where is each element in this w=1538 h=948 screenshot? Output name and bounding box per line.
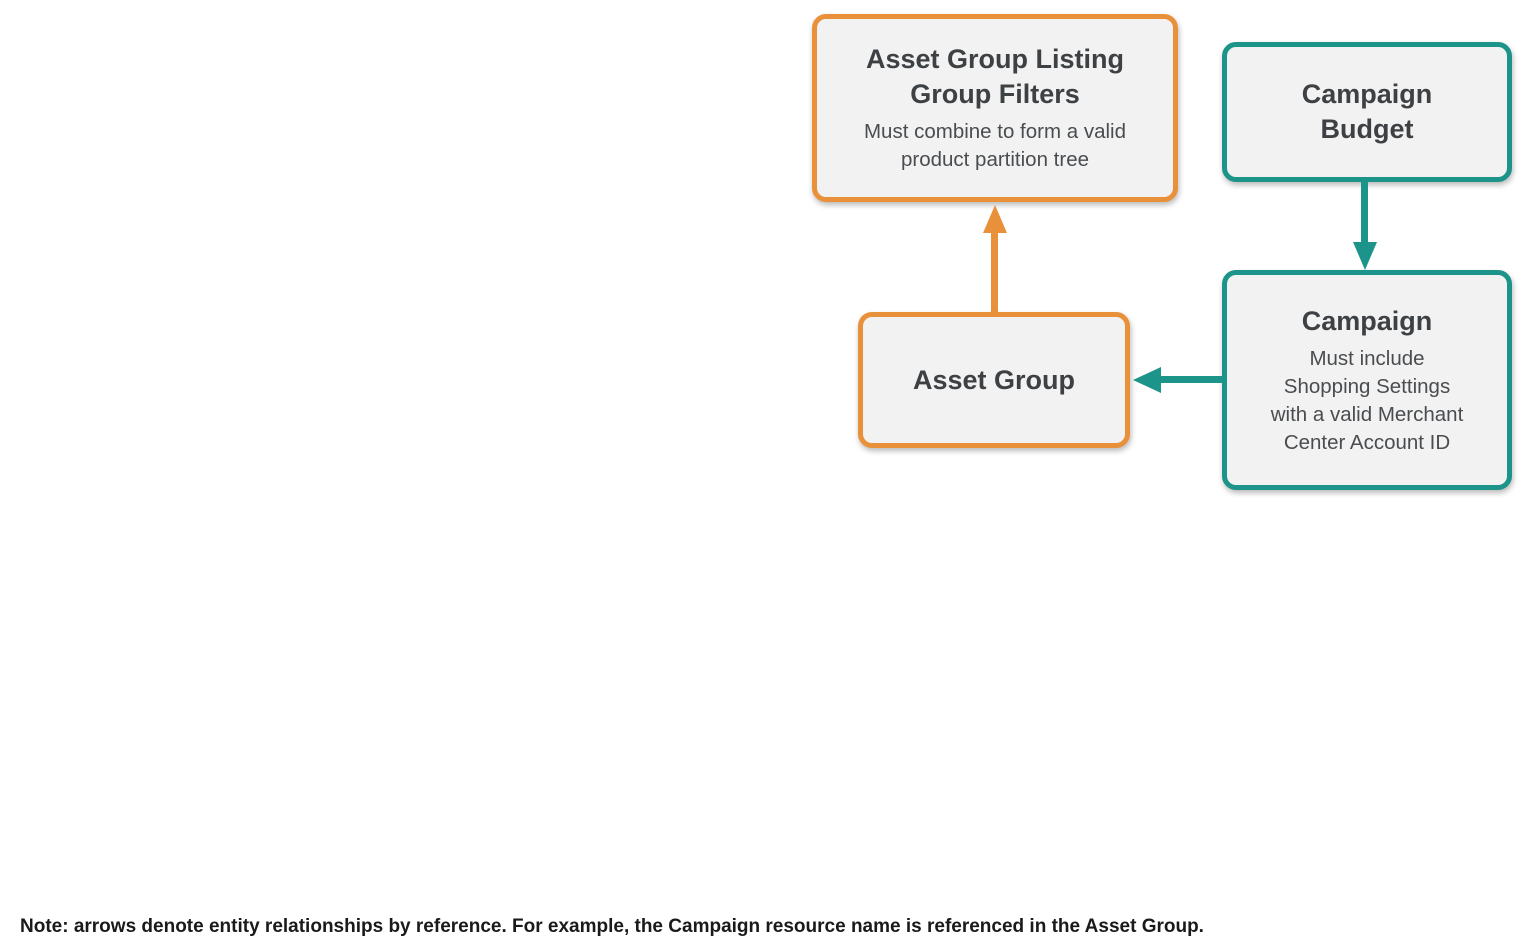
arrow-shaft bbox=[1159, 376, 1225, 383]
node-title: Campaign Budget bbox=[1301, 79, 1433, 144]
arrow-shaft bbox=[1361, 179, 1368, 244]
node-subtitle: Must combine to form a valid product par… bbox=[863, 120, 1127, 171]
arrowhead-up-icon bbox=[983, 205, 1007, 233]
arrow-campaign-to-asset-group bbox=[1133, 367, 1225, 393]
footnote: Note: arrows denote entity relationships… bbox=[20, 916, 1204, 937]
node-subtitle: Must include Shopping Settings with a va… bbox=[1270, 346, 1464, 454]
node-asset-group: Asset Group bbox=[858, 312, 1130, 448]
arrow-asset-group-to-listing-filters bbox=[983, 205, 1007, 317]
node-campaign-budget: Campaign Budget bbox=[1222, 42, 1512, 182]
node-asset-group-listing-group-filters: Asset Group Listing Group Filters Must c… bbox=[812, 14, 1178, 202]
node-title: Campaign bbox=[1301, 305, 1433, 336]
arrow-campaign-budget-to-campaign bbox=[1353, 179, 1377, 270]
arrow-shaft bbox=[991, 231, 998, 317]
arrowhead-down-icon bbox=[1353, 242, 1377, 270]
node-title: Asset Group Listing Group Filters bbox=[865, 44, 1125, 109]
node-campaign: Campaign Must include Shopping Settings … bbox=[1222, 270, 1512, 490]
arrowhead-left-icon bbox=[1133, 367, 1161, 393]
node-title: Asset Group bbox=[912, 364, 1076, 395]
